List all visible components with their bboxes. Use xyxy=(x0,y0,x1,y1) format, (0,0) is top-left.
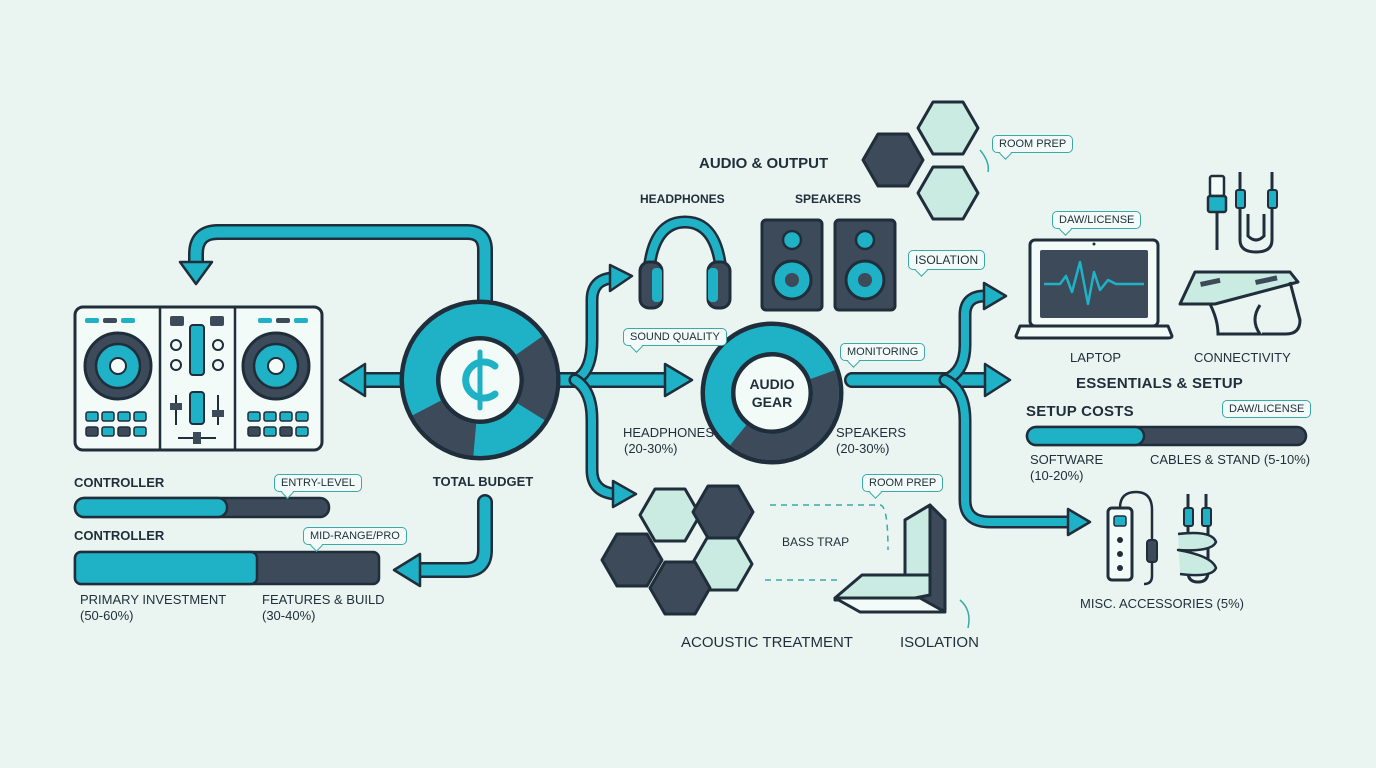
headphones-icon xyxy=(638,215,732,310)
controller-pro-bar xyxy=(73,550,381,586)
daw-license-tag-2: DAW/LICENSE xyxy=(1222,400,1312,418)
cable-bundle-icon xyxy=(1176,494,1218,584)
connectivity-label: CONNECTIVITY xyxy=(1194,350,1291,365)
bass-trap-icon xyxy=(833,503,947,614)
software-label: SOFTWARE xyxy=(1030,452,1104,467)
headphones-label: HEADPHONES xyxy=(640,192,725,206)
setup-costs-bar xyxy=(1025,425,1308,447)
headphones-share-label: HEADPHONES xyxy=(623,425,715,440)
laptop-icon xyxy=(1014,238,1174,340)
total-budget-ring xyxy=(399,299,561,461)
cables-stand-label: CABLES & STAND (5-10%) xyxy=(1150,452,1311,467)
controller-pro-title: CONTROLLER xyxy=(74,528,165,543)
daw-license-tag: DAW/LICENSE xyxy=(1052,211,1142,229)
controller-entry-title: CONTROLLER xyxy=(74,475,165,490)
audio-gear-ring xyxy=(700,321,844,465)
acoustic-panel-icon-top xyxy=(861,100,980,221)
isolation-tag-top: ISOLATION xyxy=(908,250,986,270)
essentials-setup-title: ESSENTIALS & SETUP xyxy=(1076,375,1243,392)
primary-investment-pct: (50-60%) xyxy=(80,608,134,623)
isolation-label: ISOLATION xyxy=(900,634,979,651)
bass-trap-label: BASS TRAP xyxy=(782,535,850,549)
total-budget-title: TOTAL BUDGET xyxy=(432,474,534,489)
speakers-share-label: SPEAKERS xyxy=(836,425,907,440)
monitoring-tag: MONITORING xyxy=(840,343,926,361)
cables-icon xyxy=(1206,172,1278,254)
sound-quality-tag: SOUND QUALITY xyxy=(623,328,727,346)
features-build-label: FEATURES & BUILD xyxy=(262,592,385,607)
mid-range-tag: MID-RANGE/PRO xyxy=(303,527,407,545)
room-prep-tag-top: ROOM PREP xyxy=(992,135,1074,153)
acoustic-treatment-title: ACOUSTIC TREATMENT xyxy=(681,634,853,651)
audio-gear-line2: GEAR xyxy=(751,394,793,410)
power-strip-icon xyxy=(1106,490,1158,586)
features-build-pct: (30-40%) xyxy=(262,608,316,623)
laptop-stand-icon xyxy=(1178,270,1302,336)
speakers-label: SPEAKERS xyxy=(795,192,862,206)
audio-output-title: AUDIO & OUTPUT xyxy=(699,155,829,172)
room-prep-tag-bottom: ROOM PREP xyxy=(862,474,944,492)
headphones-share-pct: (20-30%) xyxy=(624,441,678,456)
setup-costs-title: SETUP COSTS xyxy=(1026,403,1134,420)
cent-icon xyxy=(462,349,499,411)
misc-accessories-label: MISC. ACCESSORIES (5%) xyxy=(1080,596,1244,611)
controller-entry-bar xyxy=(73,496,331,519)
entry-level-tag: ENTRY-LEVEL xyxy=(274,474,362,492)
speakers-share-pct: (20-30%) xyxy=(836,441,890,456)
dj-controller-icon xyxy=(73,305,324,452)
speakers-icon xyxy=(760,218,897,312)
software-pct: (10-20%) xyxy=(1030,468,1084,483)
primary-investment-label: PRIMARY INVESTMENT xyxy=(80,592,227,607)
acoustic-panel-icon-bottom xyxy=(600,484,755,616)
laptop-label: LAPTOP xyxy=(1070,350,1122,365)
audio-gear-line1: AUDIO xyxy=(749,376,795,392)
